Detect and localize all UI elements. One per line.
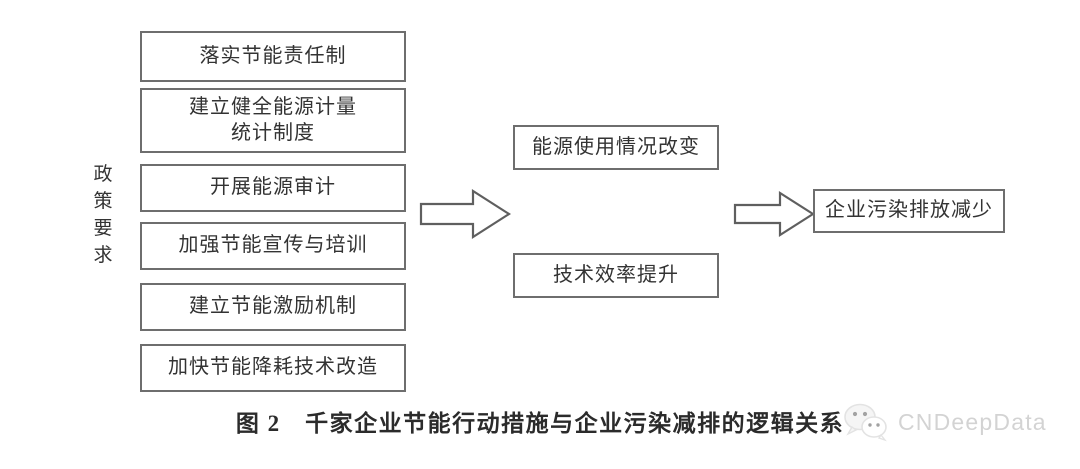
policy-box-implement-responsibility: 落实节能责任制	[140, 31, 406, 82]
policy-box-publicity-training: 加强节能宣传与培训	[140, 222, 406, 270]
policy-label-char-1: 政	[93, 164, 113, 185]
policy-box-technology-retrofit: 加快节能降耗技术改造	[140, 344, 406, 392]
policy-label-char-4: 求	[93, 244, 113, 266]
outcome-box-pollution-reduction: 企业污染排放减少	[813, 189, 1005, 233]
policy-label-char-3: 要	[93, 217, 113, 239]
policy-box-energy-audit: 开展能源审计	[140, 164, 406, 212]
policy-box-line-1: 建立健全能源计量	[189, 95, 357, 118]
policy-box-energy-metering-statistics: 建立健全能源计量 统计制度	[140, 88, 406, 153]
block-arrow-policy-to-effects	[419, 188, 511, 240]
figure-caption: 图 2 千家企业节能行动措施与企业污染减排的逻辑关系	[235, 411, 845, 436]
block-arrow-effects-to-outcome	[733, 190, 815, 238]
policy-box-line-2: 统计制度	[231, 121, 315, 144]
policy-box-incentive-mechanism: 建立节能激励机制	[140, 283, 406, 331]
policy-requirement-label: 政 策 要 求	[88, 162, 118, 270]
effect-box-energy-use-change: 能源使用情况改变	[513, 125, 719, 170]
policy-label-char-2: 策	[93, 190, 113, 212]
effect-box-technical-efficiency: 技术效率提升	[513, 253, 719, 298]
